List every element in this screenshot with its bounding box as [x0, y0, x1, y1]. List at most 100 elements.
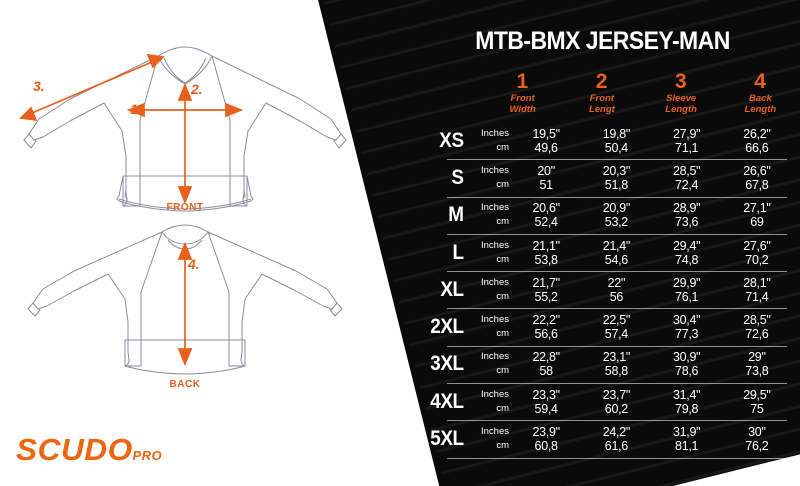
- value-cm: 79,8: [675, 401, 699, 416]
- value-inches: 28,1": [743, 275, 771, 290]
- column-number: 4: [754, 70, 767, 93]
- column-label: Front Lengt: [562, 93, 641, 115]
- value-inches: 20,3": [602, 163, 631, 178]
- value-cm: 60,2: [604, 401, 628, 416]
- measurement-cell: 23,9"60,8: [511, 425, 581, 453]
- column-header-sleeve-length: 3 Sleeve Length: [642, 71, 721, 115]
- value-cm: 72,6: [745, 327, 769, 342]
- measurement-cell: 30,9"78,6: [652, 350, 722, 378]
- value-cm: 78,6: [675, 364, 699, 379]
- value-inches: 22": [607, 275, 626, 290]
- value-inches: 26,6": [743, 163, 771, 178]
- value-cm: 55,2: [534, 289, 558, 304]
- column-number: 1: [516, 70, 529, 93]
- value-cm: 71,4: [745, 289, 769, 304]
- value-cm: 58,8: [604, 364, 628, 379]
- unit-imperial: Inches: [481, 314, 509, 326]
- measurement-cell: 27,1"69: [722, 201, 792, 229]
- value-inches: 23,1": [602, 350, 631, 365]
- measurement-cell: 23,3"59,4: [511, 388, 581, 416]
- value-cm: 60,8: [534, 439, 558, 454]
- size-label: XL: [440, 277, 464, 301]
- value-inches: 30,4": [672, 313, 701, 328]
- value-cm: 50,4: [604, 140, 628, 155]
- unit-metric: cm: [496, 290, 509, 302]
- measurement-cell: 29"73,8: [722, 350, 792, 378]
- measurement-cell: 28,9"73,6: [652, 201, 722, 229]
- unit-metric: cm: [496, 440, 509, 452]
- measurement-cell: 23,1"58,8: [581, 350, 651, 378]
- value-inches: 29,5": [743, 387, 771, 402]
- value-inches: 31,9": [672, 425, 701, 440]
- value-inches: 29,9": [672, 275, 701, 290]
- brand-name: SCUDO: [16, 432, 133, 467]
- value-cm: 74,8: [675, 252, 699, 267]
- measurement-cell: 28,1"71,4: [722, 276, 792, 304]
- measurement-cell: 27,6"70,2: [722, 239, 792, 267]
- measurement-cell: 23,7"60,2: [581, 388, 651, 416]
- measurement-cell: 20,6"52,4: [511, 201, 581, 229]
- unit-column: Inches cm: [469, 276, 511, 304]
- unit-metric: cm: [496, 216, 509, 228]
- front-view-label: FRONT: [166, 202, 204, 213]
- value-inches: 28,5": [743, 313, 771, 328]
- value-inches: 30": [748, 425, 766, 440]
- value-inches: 21,1": [532, 238, 560, 253]
- size-label: 5XL: [430, 427, 464, 451]
- value-cm: 59,4: [534, 401, 558, 416]
- measurement-cell: 31,9"81,1: [652, 425, 722, 453]
- value-inches: 20,9": [602, 201, 631, 216]
- value-inches: 28,9": [672, 201, 701, 216]
- value-inches: 21,4": [602, 238, 631, 253]
- brand-logo: SCUDO PRO: [16, 432, 162, 468]
- unit-metric: cm: [496, 328, 509, 340]
- size-label: 2XL: [430, 315, 464, 339]
- value-inches: 26,2": [743, 126, 771, 141]
- value-cm: 73,8: [745, 364, 769, 379]
- unit-metric: cm: [496, 178, 509, 190]
- value-cm: 76,2: [745, 439, 769, 454]
- size-label: M: [448, 203, 464, 227]
- value-cm: 73,6: [675, 215, 699, 230]
- value-inches: 23,9": [532, 425, 560, 440]
- measure-arrow-back-length: [177, 241, 193, 367]
- marker-label-front-length: 2.: [191, 81, 203, 97]
- measurement-cell: 21,1"53,8: [511, 239, 581, 267]
- measurement-cell: 20"51: [511, 164, 581, 192]
- value-cm: 53,2: [604, 215, 628, 230]
- value-cm: 72,4: [675, 177, 699, 192]
- value-cm: 66,6: [745, 140, 769, 155]
- value-inches: 20": [537, 163, 555, 178]
- marker-label-back-length: 4.: [188, 256, 200, 272]
- brand-suffix: PRO: [132, 448, 163, 463]
- value-inches: 20,6": [532, 201, 560, 216]
- value-cm: 67,8: [745, 177, 769, 192]
- unit-imperial: Inches: [481, 276, 509, 288]
- unit-imperial: Inches: [481, 202, 509, 214]
- unit-metric: cm: [496, 402, 509, 414]
- measurement-cell: 27,9"71,1: [652, 127, 722, 155]
- value-cm: 57,4: [604, 327, 628, 342]
- measurement-cell: 29,5"75: [722, 388, 792, 416]
- unit-imperial: Inches: [481, 239, 509, 251]
- measure-arrow-front-length: [177, 82, 193, 205]
- value-inches: 27,1": [743, 201, 771, 216]
- value-inches: 23,3": [532, 387, 560, 402]
- value-cm: 56,6: [534, 327, 558, 342]
- measurement-cell: 21,4"54,6: [581, 239, 651, 267]
- size-label: L: [452, 240, 465, 264]
